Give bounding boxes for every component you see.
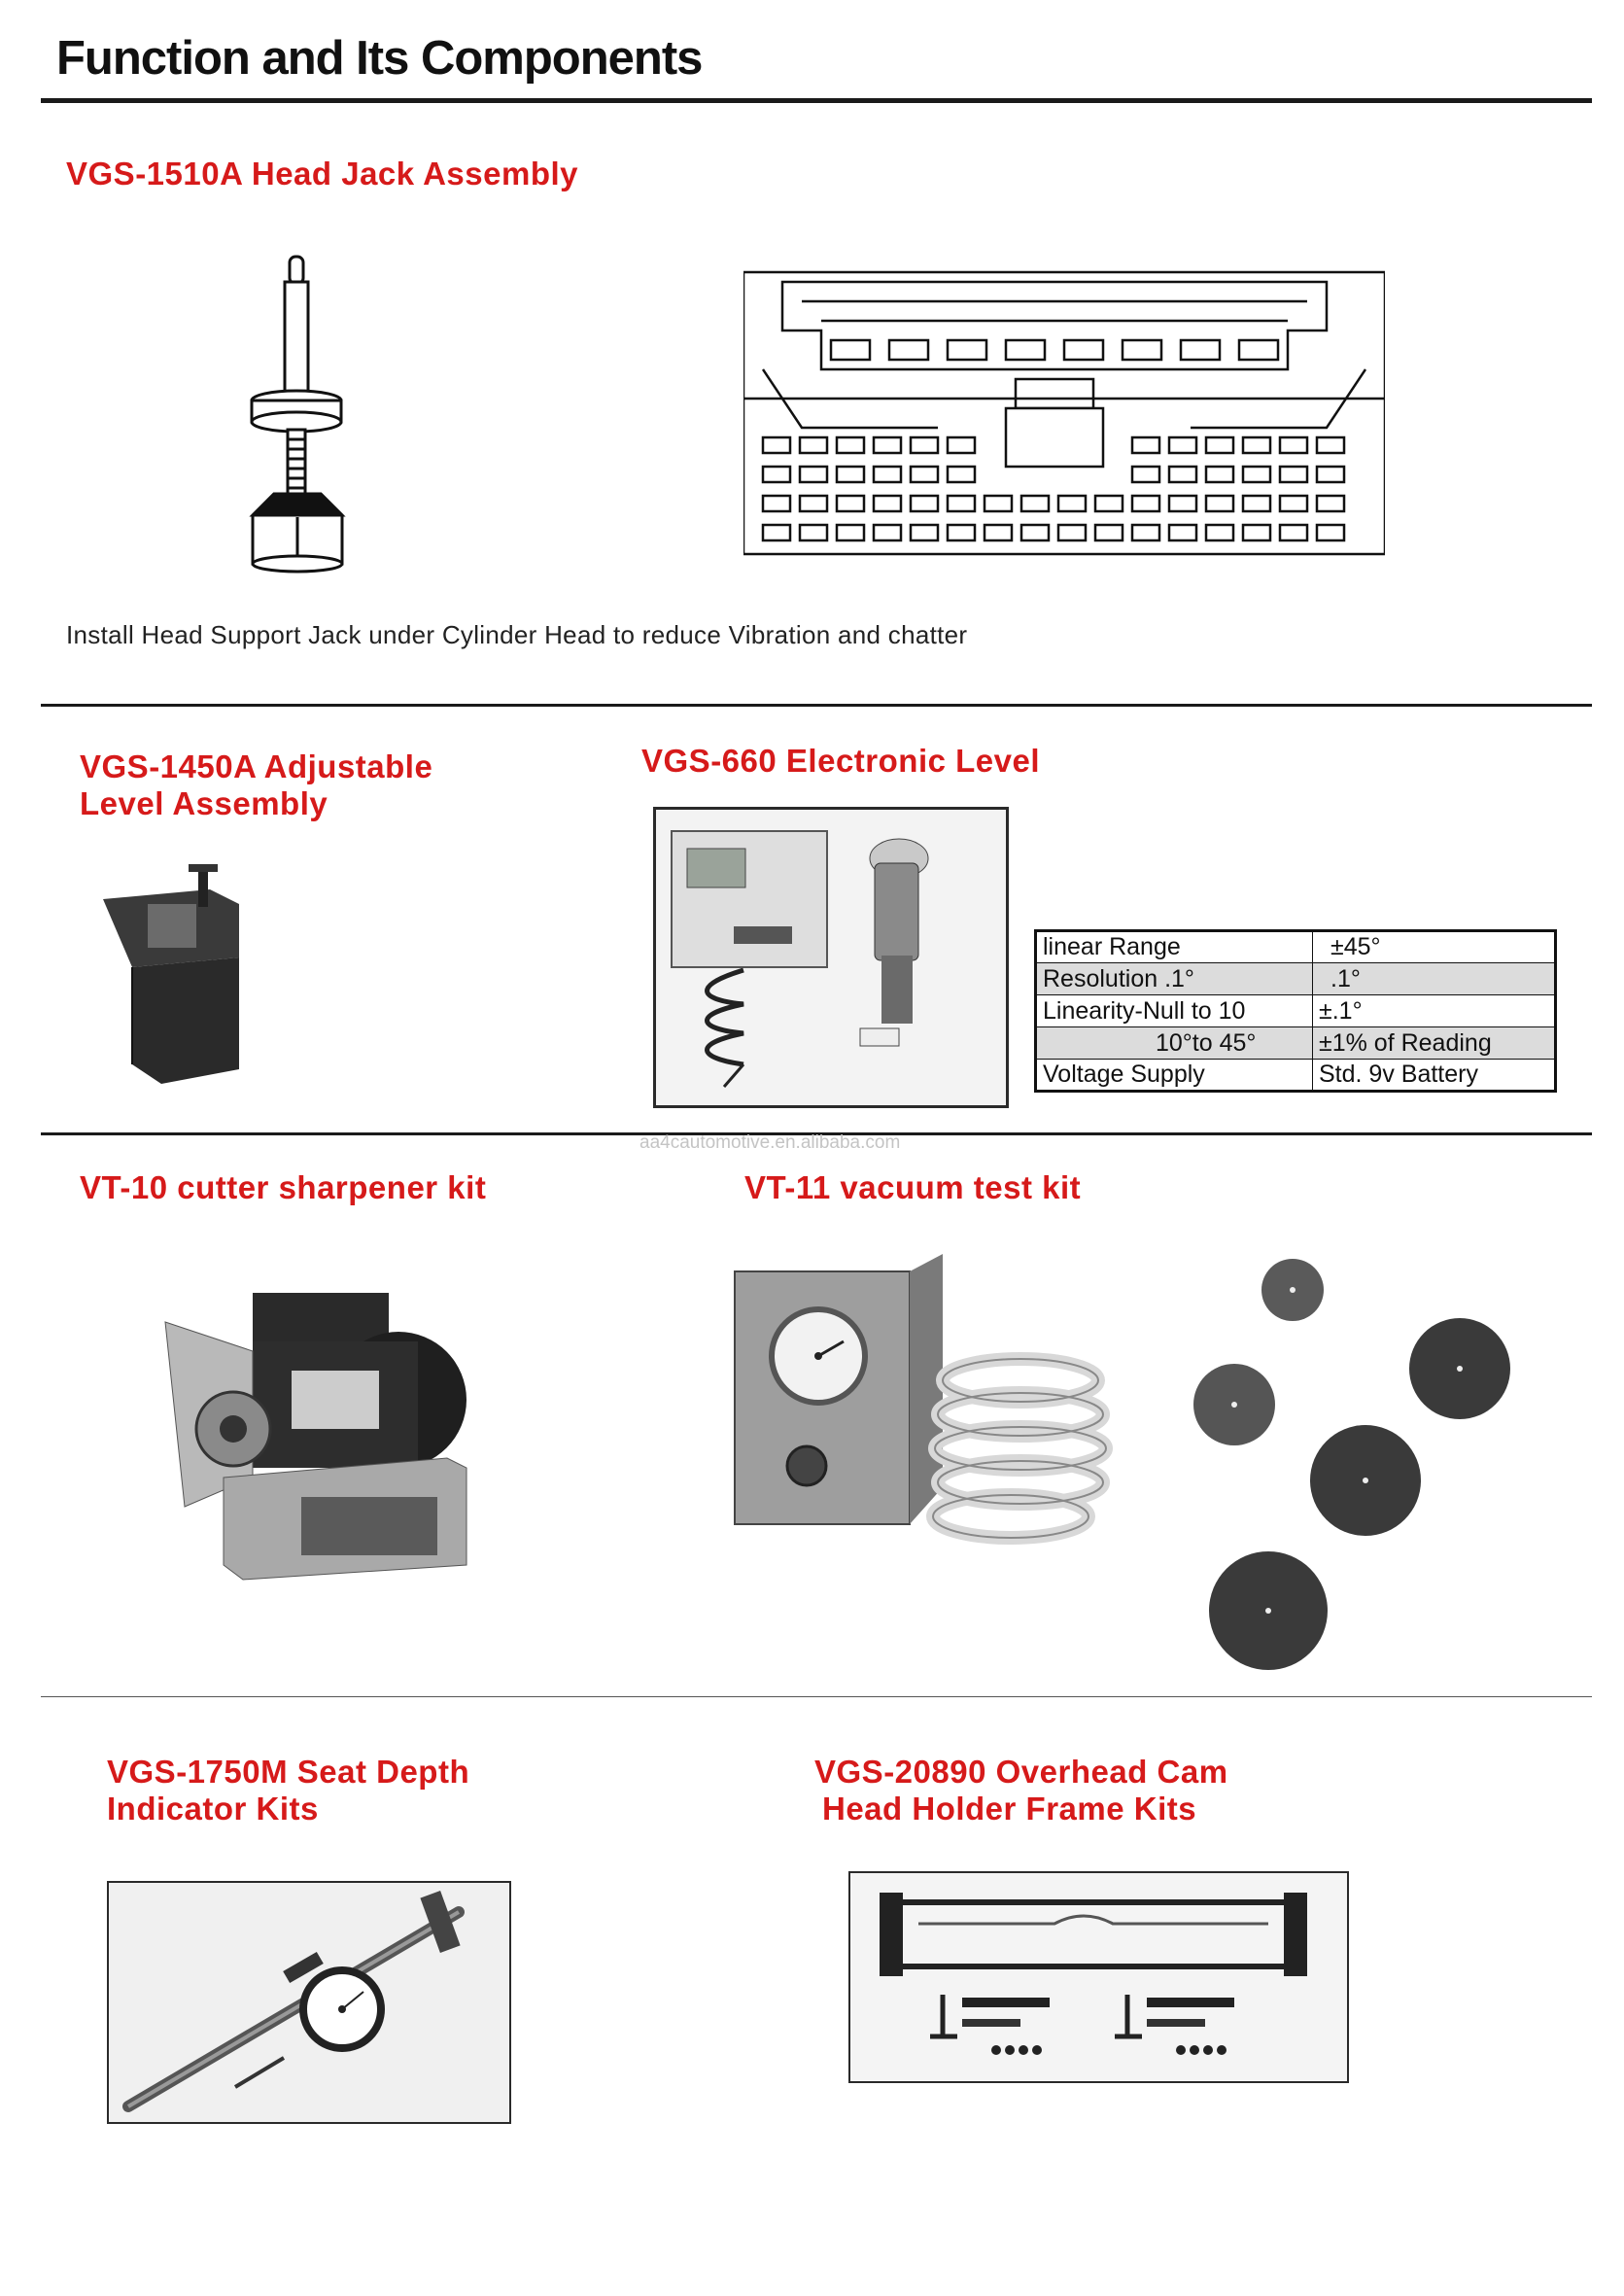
vacuum-test-heading: VT-11 vacuum test kit xyxy=(744,1169,1082,1205)
spec-value: ±1% of Reading xyxy=(1312,1026,1556,1060)
watermark: aa4cautomotive.en.alibaba.com xyxy=(639,1132,901,1153)
section-divider-1 xyxy=(41,704,1592,707)
electronic-level-heading: VGS-660 Electronic Level xyxy=(641,743,1041,779)
cam-frame-heading-line2: Head Holder Frame Kits xyxy=(822,1791,1197,1826)
spec-row: Voltage Supply Std. 9v Battery xyxy=(1035,1059,1556,1092)
spec-label: linear Range xyxy=(1035,930,1313,963)
electronic-level-spec-table: linear Range ±45° Resolution .1° .1° Lin… xyxy=(1034,929,1557,1093)
seat-depth-heading-line1: VGS-1750M Seat Depth xyxy=(107,1754,470,1790)
spec-value: .1° xyxy=(1312,962,1556,995)
head-jack-heading: VGS-1510A Head Jack Assembly xyxy=(66,156,578,191)
seat-depth-photo xyxy=(107,1881,511,2124)
cam-frame-heading-line1: VGS-20890 Overhead Cam xyxy=(814,1754,1228,1790)
cam-frame-heading: VGS-20890 Overhead Cam Head Holder Frame… xyxy=(814,1754,1228,1827)
page-title: Function and Its Components xyxy=(56,32,703,85)
section-divider-2 xyxy=(41,1132,1592,1135)
level-assembly-heading: VGS-1450A Adjustable Level Assembly xyxy=(80,748,432,822)
level-assembly-heading-line1: VGS-1450A Adjustable xyxy=(80,748,433,784)
spec-value: ±.1° xyxy=(1312,994,1556,1027)
vacuum-test-cups xyxy=(1193,1259,1510,1670)
cam-frame-photo xyxy=(848,1871,1349,2083)
level-assembly-photo xyxy=(103,864,239,1084)
spec-row: 10°to 45° ±1% of Reading xyxy=(1035,1026,1556,1060)
cutter-sharpener-photo xyxy=(164,1293,467,1581)
spec-label: 10°to 45° xyxy=(1035,1026,1313,1060)
spec-row: linear Range ±45° xyxy=(1035,930,1556,963)
cutter-sharpener-heading: VT-10 cutter sharpener kit xyxy=(80,1169,487,1205)
seat-depth-heading: VGS-1750M Seat Depth Indicator Kits xyxy=(107,1754,469,1827)
spec-row: Linearity-Null to 10 ±.1° xyxy=(1035,994,1556,1027)
vacuum-test-kit-photo xyxy=(729,1244,1118,1565)
spec-label: Resolution .1° xyxy=(1035,962,1313,995)
title-divider xyxy=(41,98,1592,103)
spec-value: ±45° xyxy=(1312,930,1556,963)
head-jack-illustration xyxy=(249,255,346,574)
cam-frame-kit xyxy=(880,1893,1307,2055)
seat-depth-indicator xyxy=(122,1891,465,2112)
section-divider-3 xyxy=(41,1696,1592,1697)
head-jack-caption: Install Head Support Jack under Cylinder… xyxy=(66,620,968,649)
seat-depth-heading-line2: Indicator Kits xyxy=(107,1791,319,1826)
spec-row: Resolution .1° .1° xyxy=(1035,962,1556,995)
level-assembly-heading-line2: Level Assembly xyxy=(80,785,328,821)
electronic-level-photo xyxy=(653,807,1009,1108)
head-jack-installation-illustration xyxy=(743,270,1385,556)
spec-label: Linearity-Null to 10 xyxy=(1035,994,1313,1027)
spec-label: Voltage Supply xyxy=(1035,1059,1313,1092)
spec-value: Std. 9v Battery xyxy=(1312,1059,1556,1092)
electronic-level-device xyxy=(671,830,929,1088)
vacuum-gauge-box xyxy=(734,1254,1113,1545)
